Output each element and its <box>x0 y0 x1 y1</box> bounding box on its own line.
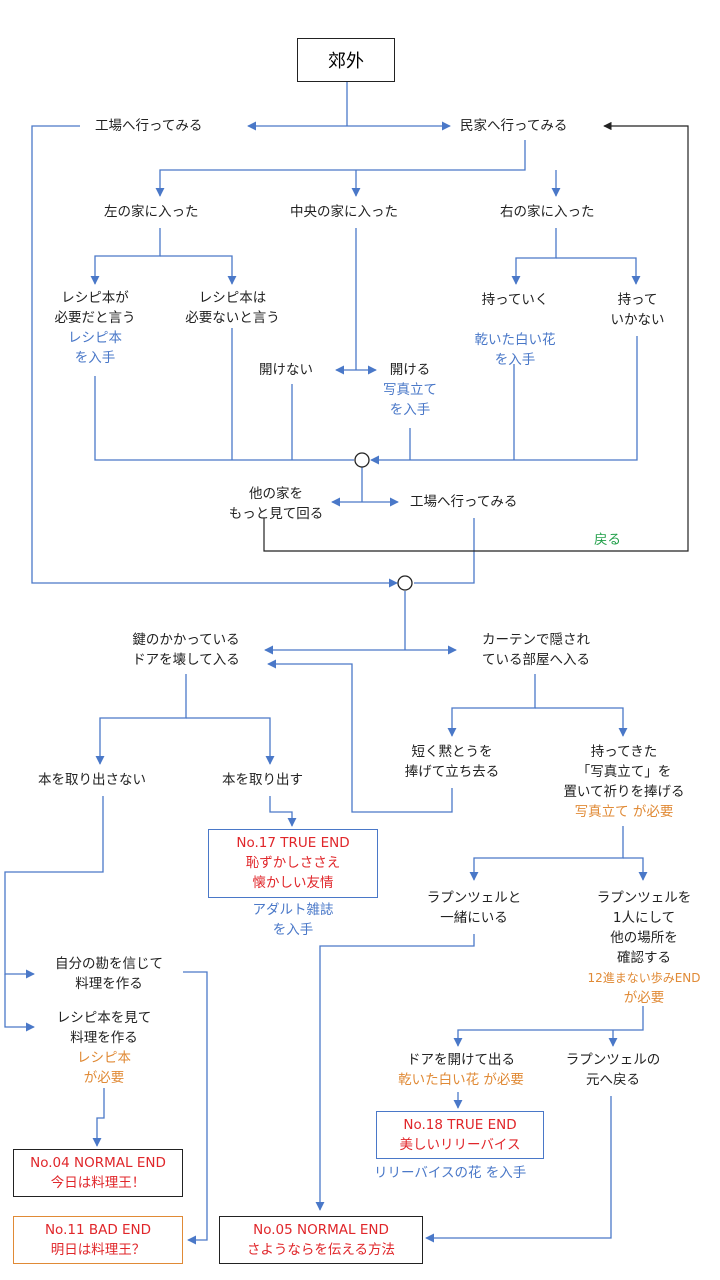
node-house-visit: 民家へ行ってみる <box>460 118 568 134</box>
node-pray: 持ってきた「写真立て」を置いて祈りを捧げる 写真立て が必要 <box>563 744 685 820</box>
back-label: 戻る <box>594 532 621 548</box>
node-factory-top: 工場へ行ってみる <box>95 118 203 134</box>
node-magazine: アダルト雑誌を入手 <box>252 902 334 938</box>
node-take-book: 本を取り出す <box>222 772 303 788</box>
node-with-rapunzel: ラプンツェルと一緒にいる <box>426 890 522 926</box>
node-see-recipe: レシピ本を見て料理を作る レシピ本が必要 <box>56 1010 152 1086</box>
ending-05-box: No.05 NORMAL END さようならを伝える方法 <box>219 1216 423 1264</box>
node-right-house: 右の家に入った <box>500 204 595 220</box>
node-recipe-not-needed: レシピ本は必要ないと言う <box>185 290 280 326</box>
node-no-book: 本を取り出さない <box>38 772 146 788</box>
merge-node-1 <box>354 452 370 468</box>
node-left-house: 左の家に入った <box>104 204 199 220</box>
node-recipe-needed: レシピ本が必要だと言う レシピ本を入手 <box>54 290 136 366</box>
node-trust: 自分の勘を信じて料理を作る <box>55 956 163 992</box>
node-take-it: 持っていく 乾いた白い花を入手 <box>474 292 556 368</box>
ending-04-box: No.04 NORMAL END 今日は料理王！ <box>13 1149 183 1197</box>
node-silent: 短く黙とうを捧げて立ち去る <box>404 744 500 780</box>
node-lily-get: リリーバイスの花 を入手 <box>374 1165 527 1181</box>
node-center-house: 中央の家に入った <box>290 204 398 220</box>
title-text: 郊外 <box>328 51 364 72</box>
ending-18-box: No.18 TRUE END 美しいリリーバイス <box>376 1111 544 1159</box>
node-factory-mid: 工場へ行ってみる <box>410 494 518 510</box>
node-open-door: ドアを開けて出る 乾いた白い花 が必要 <box>398 1052 524 1088</box>
node-curtain: カーテンで隠されている部屋へ入る <box>482 632 590 668</box>
ending-11-box: No.11 BAD END 明日は料理王？ <box>13 1216 183 1264</box>
node-not-take: 持っていかない <box>610 292 665 328</box>
node-locked-door: 鍵のかかっているドアを壊して入る <box>132 632 240 668</box>
node-cannot-open: 開けない <box>259 362 313 378</box>
ending-17-box: No.17 TRUE END 恥ずかしささえ 懐かしい友情 <box>208 829 378 898</box>
title-box: 郊外 <box>297 38 395 82</box>
node-open: 開ける 写真立てを入手 <box>383 362 437 418</box>
node-other-houses: 他の家をもっと見て回る <box>228 486 324 522</box>
node-return: ラプンツェルの元へ戻る <box>565 1052 661 1088</box>
merge-node-2 <box>397 575 413 591</box>
